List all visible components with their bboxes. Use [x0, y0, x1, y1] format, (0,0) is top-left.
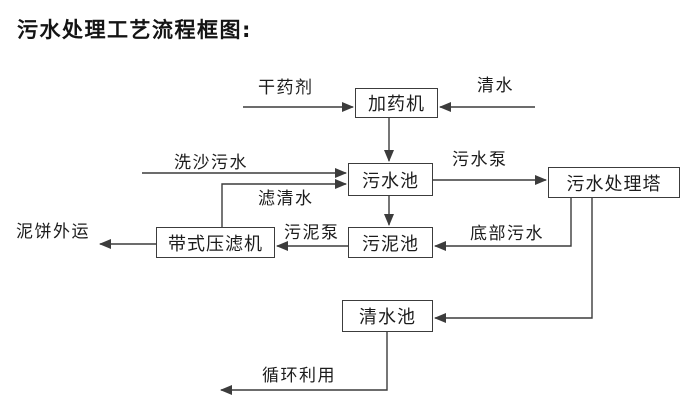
edge-tower-to-sludge-pool [434, 198, 572, 251]
node-clean-water-pool: 清水池 [342, 300, 433, 332]
flow-label-sludge-pump: 污泥泵 [284, 223, 340, 243]
diagram-title: 污水处理工艺流程框图: [17, 18, 252, 42]
edge-filtered-water-to-sewage-pool [221, 179, 347, 227]
flow-label-filtered-water: 滤清水 [258, 189, 314, 209]
flow-label-dry-agent: 干药剂 [258, 78, 314, 98]
node-clean-water-pool-label: 清水池 [359, 307, 416, 328]
edge-tower-to-clean-pool [434, 198, 593, 323]
flow-label-bottom-sewage: 底部污水 [470, 224, 544, 244]
node-sewage-pool: 污水池 [348, 163, 433, 196]
node-belt-filter-press-label: 带式压滤机 [168, 233, 263, 255]
flow-label-sewage-pump: 污水泵 [452, 150, 508, 170]
edge-clean-pool-to-recycle [220, 332, 388, 395]
node-treatment-tower: 污水处理塔 [548, 167, 680, 198]
node-dosing-machine-label: 加药机 [368, 94, 425, 115]
node-sludge-pool: 污泥池 [348, 227, 433, 258]
node-sewage-pool-label: 污水池 [362, 170, 419, 192]
node-dosing-machine: 加药机 [355, 88, 438, 118]
flow-label-sand-washing-sewage: 洗沙污水 [174, 153, 248, 173]
flow-label-clean-water: 清水 [477, 76, 514, 96]
flow-label-recycling: 循环利用 [262, 366, 336, 386]
node-belt-filter-press: 带式压滤机 [156, 227, 275, 258]
node-sludge-pool-label: 污泥池 [362, 233, 419, 255]
node-treatment-tower-label: 污水处理塔 [566, 173, 662, 195]
flow-label-mud-cake-outbound: 泥饼外运 [16, 222, 90, 242]
